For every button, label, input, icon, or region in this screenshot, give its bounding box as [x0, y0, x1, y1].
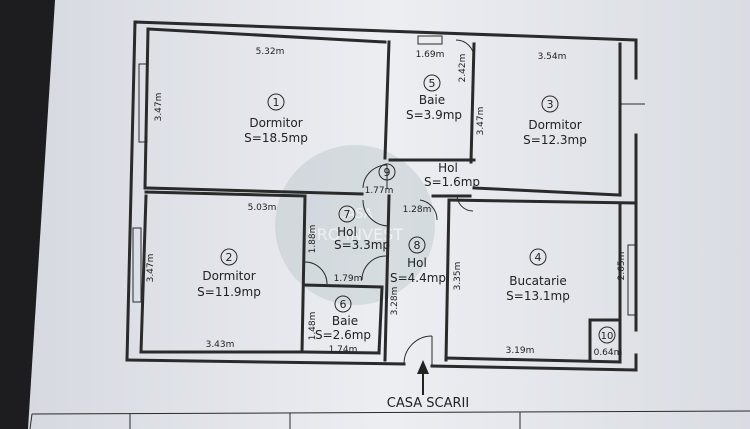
room-number: 7: [344, 208, 351, 221]
svg-text:5.03m: 5.03m: [248, 203, 277, 213]
svg-text:3.47m: 3.47m: [154, 93, 164, 122]
room-number: 4: [535, 251, 542, 264]
room-number: 1: [273, 96, 280, 109]
svg-text:1.48m: 1.48m: [308, 312, 318, 341]
svg-text:1.69m: 1.69m: [416, 50, 445, 60]
room-7: 7 Hol S=3.3mp: [334, 208, 390, 252]
svg-text:3.35m: 3.35m: [453, 262, 463, 291]
room-2: 2 Dormitor S=11.9mp: [197, 251, 261, 299]
room-number: 6: [340, 298, 347, 311]
svg-text:3.43m: 3.43m: [206, 340, 235, 350]
room-name: Baie: [332, 314, 358, 328]
svg-text:3.54m: 3.54m: [538, 52, 567, 62]
entrance-arrow: [417, 360, 429, 395]
watermark-logo: CASA PRO INVEST: [275, 145, 435, 305]
svg-text:1.88m: 1.88m: [308, 225, 318, 254]
svg-text:3.47m: 3.47m: [476, 107, 486, 136]
room-area: S=12.3mp: [523, 133, 587, 147]
room-6: 6 Baie S=2.6mp: [315, 298, 371, 342]
walls: [125, 20, 638, 372]
entrance-label: CASA SCARII: [387, 396, 469, 411]
svg-text:1.28m: 1.28m: [403, 205, 432, 215]
svg-text:5.32m: 5.32m: [256, 47, 285, 57]
room-number: 5: [429, 77, 436, 90]
room-area: S=1.6mp: [424, 175, 480, 189]
room-area: S=18.5mp: [244, 131, 308, 145]
svg-text:1.79m: 1.79m: [334, 274, 363, 284]
room-10: 10: [601, 331, 614, 342]
room-name: Dormitor: [202, 269, 255, 283]
svg-text:1.77m: 1.77m: [365, 186, 394, 196]
title-block-frame: [29, 410, 750, 429]
room-3: 3 Dormitor S=12.3mp: [523, 98, 587, 147]
room-area: S=11.9mp: [197, 285, 261, 299]
room-number-circles: [220, 74, 616, 344]
room-area: S=4.4mp: [390, 271, 446, 285]
windows: [132, 35, 645, 316]
room-number: 2: [226, 251, 233, 264]
room-5: 5 Baie S=3.9mp: [406, 77, 462, 122]
room-name: Dormitor: [528, 118, 581, 132]
room-name: Baie: [419, 93, 445, 107]
room-number: 8: [414, 239, 421, 252]
doors: [304, 39, 475, 366]
room-area: S=3.9mp: [406, 108, 462, 122]
room-number: 3: [547, 98, 554, 111]
room-4: 4 Bucatarie S=13.1mp: [506, 251, 570, 303]
svg-text:3.47m: 3.47m: [146, 254, 156, 283]
room-area: S=3.3mp: [334, 238, 390, 252]
svg-text:3.19m: 3.19m: [506, 346, 535, 356]
room-area: S=2.6mp: [315, 328, 371, 342]
svg-text:0.64m: 0.64m: [594, 348, 623, 358]
room-1: 1 Dormitor S=18.5mp: [244, 96, 308, 145]
room-name: Bucatarie: [509, 274, 567, 288]
dimension-labels: 5.32m 1.69m 3.54m 3.47m 2.42m 3.47m 5.03…: [146, 47, 627, 358]
room-name: Hol: [438, 161, 458, 175]
svg-text:1.74m: 1.74m: [329, 345, 358, 355]
room-name: Hol: [407, 256, 427, 270]
room-name: Dormitor: [249, 116, 302, 130]
room-number: 9: [384, 166, 391, 179]
svg-text:PRO INVEST: PRO INVEST: [307, 225, 403, 244]
room-8: 8 Hol S=4.4mp: [390, 239, 446, 285]
room-area: S=13.1mp: [506, 289, 570, 303]
room-9: 9 Hol S=1.6mp: [384, 161, 481, 189]
svg-text:2.65m: 2.65m: [617, 252, 627, 281]
room-name: Hol: [337, 225, 357, 239]
svg-text:3.28m: 3.28m: [390, 287, 400, 316]
room-number: 10: [601, 331, 614, 342]
svg-text:2.42m: 2.42m: [458, 54, 468, 83]
